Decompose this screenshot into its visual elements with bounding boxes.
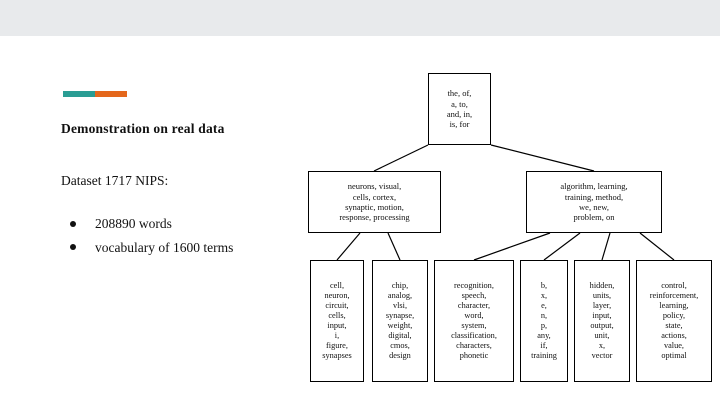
tree-node-leaf-1: chip,analog,vlsi,synapse,weight,digital,… <box>372 260 428 382</box>
edge-root-to-mid-right <box>490 144 595 172</box>
tree-node-leaf-4-label: hidden,units,layer,input,output,unit,x,v… <box>589 280 615 361</box>
edge-root-to-mid-left <box>373 144 429 172</box>
dataset-label: Dataset 1717 NIPS: <box>61 173 169 188</box>
edge-mid-right-to-leaf-5 <box>639 232 675 261</box>
tree-node-leaf-2: recognition,speech,character,word,system… <box>434 260 514 382</box>
tree-connector-lines <box>336 144 675 261</box>
accent-bar <box>63 91 127 97</box>
bullet-text: 208890 words <box>95 216 172 231</box>
tree-node-mid-left-label: neurons, visual,cells, cortex,synaptic, … <box>339 181 410 223</box>
page-title: Demonstration on real data <box>61 121 225 136</box>
tree-node-root: the, of,a, to,and, in,is, for <box>428 73 491 145</box>
list-item: vocabulary of 1600 terms <box>61 239 361 257</box>
tree-node-leaf-0-label: cell,neuron,circuit,cells,input,i,figure… <box>322 280 352 361</box>
tree-node-leaf-3-label: b,x,e,n,p,any,if,training <box>531 280 557 361</box>
tree-node-leaf-3: b,x,e,n,p,any,if,training <box>520 260 568 382</box>
tree-node-leaf-5: control,reinforcement,learning,policy,st… <box>636 260 712 382</box>
accent-bar-orange-segment <box>95 91 127 97</box>
tree-node-root-label: the, of,a, to,and, in,is, for <box>446 88 473 130</box>
bullet-text: vocabulary of 1600 terms <box>95 239 234 255</box>
tree-node-leaf-4: hidden,units,layer,input,output,unit,x,v… <box>574 260 630 382</box>
edge-mid-right-to-leaf-4 <box>601 232 611 261</box>
edge-mid-left-to-leaf-0 <box>336 232 361 261</box>
slide-top-band <box>0 0 720 36</box>
bullet-dot-icon <box>70 220 76 227</box>
list-item: 208890 words <box>61 215 361 233</box>
bullet-list: 208890 words vocabulary of 1600 terms <box>61 215 361 262</box>
tree-node-leaf-1-label: chip,analog,vlsi,synapse,weight,digital,… <box>385 280 415 361</box>
bullet-dot-icon <box>70 244 76 251</box>
topic-tree-diagram: the, of,a, to,and, in,is, for neurons, v… <box>300 60 712 390</box>
edge-mid-right-to-leaf-2 <box>473 232 551 261</box>
tree-node-leaf-2-label: recognition,speech,character,word,system… <box>451 280 497 361</box>
tree-node-leaf-0: cell,neuron,circuit,cells,input,i,figure… <box>310 260 364 382</box>
tree-node-mid-right: algorithm, learning,training, method,we,… <box>526 171 662 233</box>
edge-mid-right-to-leaf-3 <box>543 232 581 261</box>
tree-node-leaf-5-label: control,reinforcement,learning,policy,st… <box>649 280 699 361</box>
edge-mid-left-to-leaf-1 <box>387 232 401 261</box>
tree-node-mid-right-label: algorithm, learning,training, method,we,… <box>560 181 628 223</box>
tree-node-mid-left: neurons, visual,cells, cortex,synaptic, … <box>308 171 441 233</box>
accent-bar-teal-segment <box>63 91 95 97</box>
